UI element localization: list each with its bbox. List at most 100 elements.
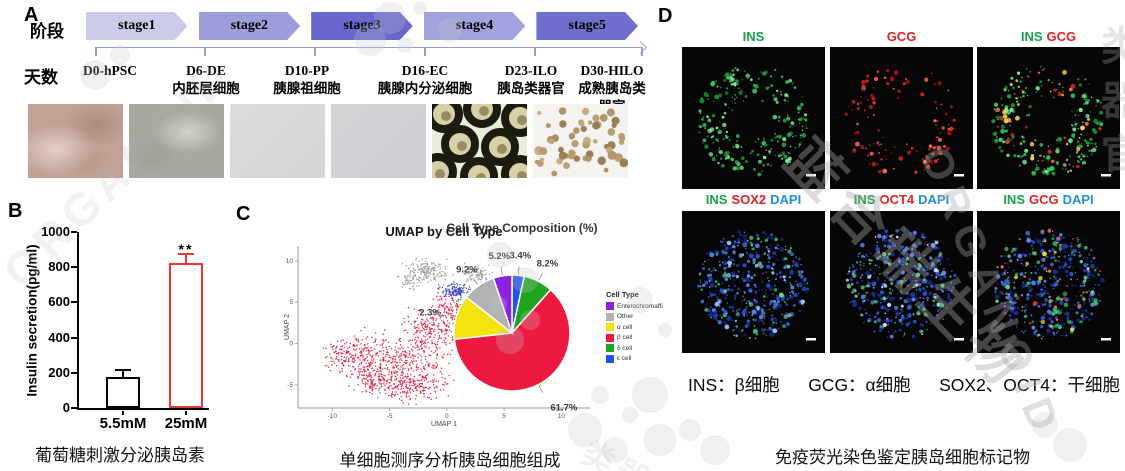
legend-label: ε cell	[617, 355, 632, 362]
y-tick-mark-200	[71, 371, 77, 374]
watermark-bubble	[644, 424, 676, 456]
timepoint-day: D10-PP	[284, 63, 330, 78]
label-OCT4: OCT4	[879, 192, 915, 207]
legend-swatch	[606, 344, 614, 352]
panel-c-label: C	[236, 203, 251, 225]
y-tick-mark-0	[71, 407, 77, 409]
svg-text:UMAP 2: UMAP 2	[284, 314, 291, 340]
label-SOX2: SOX2	[731, 192, 767, 207]
timeline-tick-4	[534, 47, 536, 56]
timeline-tick-2	[314, 47, 316, 56]
stage-arrow-stage2: stage2	[199, 12, 301, 40]
svg-text:-10: -10	[328, 413, 338, 420]
fluo-image-ins-sox2-dapi	[682, 211, 825, 353]
legend-swatch	[606, 312, 614, 321]
timeline-tick-3	[424, 47, 426, 56]
x-tick-25mM	[185, 410, 187, 415]
stage-arrow-stage4: stage4	[424, 12, 526, 40]
timepoint-D6-DE: D6-DE 内胚层细胞	[160, 62, 252, 117]
timepoint-day: D16-EC	[401, 63, 449, 78]
micrograph-2-definitive-endoderm	[129, 104, 224, 178]
fluo-image-ins	[682, 47, 825, 189]
label-GCG: GCG	[1046, 29, 1077, 44]
timepoint-D10-PP: D10-PP 胰腺祖细胞	[252, 62, 362, 117]
scale-bar	[954, 338, 964, 341]
svg-text:5: 5	[502, 413, 506, 420]
fluo-image-gcg	[830, 47, 973, 189]
legend-label: δ cell	[617, 344, 633, 352]
y-tick-label-0: 0	[62, 400, 70, 415]
watermark-bubble	[632, 377, 668, 413]
y-tick-label-1000: 1000	[41, 224, 70, 239]
scale-bar	[1101, 174, 1111, 177]
micrograph-strip	[28, 104, 628, 178]
timeline-axis	[95, 40, 647, 59]
marker-definitions: INS：β细胞 GCG：α细胞 SOX2、OCT4：干细胞	[688, 372, 1120, 397]
svg-text:UMAP by Cell Type: UMAP by Cell Type	[385, 224, 502, 239]
legend-item-β cell: β cell	[606, 333, 664, 342]
scale-bar	[806, 174, 816, 177]
stage-arrow-stage3: stage3	[311, 12, 413, 40]
timepoint-cn: 内胚层细胞	[172, 81, 240, 97]
pie-label-δ cell: 8.2%	[537, 259, 559, 270]
label-INS: INS	[1003, 192, 1025, 207]
timepoint-cn: 胰腺祖细胞	[273, 81, 341, 97]
pie-label-Enterochromaffin cell: 5.2%	[488, 251, 510, 262]
watermark-text-5: 类器官	[574, 428, 696, 471]
micrograph-4-endocrine-cells	[331, 104, 426, 178]
fluo-title-gcg: GCG	[830, 29, 973, 44]
scale-bar	[954, 174, 964, 177]
stage-axis-label: 阶段	[30, 22, 64, 41]
y-tick-mark-600	[71, 301, 77, 304]
timeline-tick-5	[641, 47, 643, 56]
fluo-image-ins-gcg-dapi	[977, 211, 1120, 353]
y-tick-mark-400	[71, 336, 77, 339]
micrograph-5-islet-organoids-in-microwells	[432, 104, 527, 178]
timepoint-day: D23-ILO	[504, 63, 558, 78]
micrograph-6-mature-islet-organoids	[533, 104, 628, 178]
legend-label: β cell	[617, 334, 633, 341]
day-axis-label: 天数	[24, 68, 58, 87]
svg-text:0: 0	[289, 341, 293, 348]
y-tick-label-600: 600	[48, 294, 70, 310]
y-tick-label-400: 400	[48, 329, 70, 345]
timeline-line	[95, 47, 643, 48]
pie-legend-title: Cell Type	[606, 290, 639, 299]
significance-marker: **	[178, 240, 194, 257]
legend-item-α cell: α cell	[606, 323, 664, 331]
pie-label-Other: 9.2%	[456, 264, 478, 275]
legend-label: Enterochromaffin cell	[617, 302, 663, 310]
pie-slice-β cell	[453, 288, 571, 392]
legend-label: α cell	[617, 323, 633, 331]
label-GCG: GCG	[1028, 192, 1059, 207]
timepoint-day: D6-DE	[186, 63, 226, 78]
scale-bar	[806, 338, 816, 341]
marker-gcg-alpha: GCG：α细胞	[808, 375, 911, 395]
panel-c-caption: 单细胞测序分析胰岛细胞组成	[339, 451, 561, 470]
stage-arrow-stage1: stage1	[86, 12, 188, 40]
panel-a-label: A	[24, 4, 39, 26]
legend-swatch	[606, 333, 614, 342]
legend-item-δ cell: δ cell	[606, 344, 664, 352]
legend-item-Other: Other	[606, 312, 664, 321]
bar-5.5mM	[106, 377, 140, 408]
label-INS: INS	[1020, 29, 1043, 44]
bar-25mM	[169, 262, 203, 408]
error-bar-5.5mM	[122, 370, 124, 378]
pie-label-α cell: 12.3%	[420, 308, 441, 319]
label-DAPI: DAPI	[1062, 192, 1094, 207]
svg-text:10: 10	[286, 258, 294, 265]
y-tick-label-200: 200	[48, 364, 70, 380]
timeline-tick-0	[95, 47, 97, 56]
micrograph-3-pancreatic-progenitor	[230, 104, 325, 178]
error-cap-5.5mM	[115, 368, 131, 371]
svg-text:-5: -5	[387, 413, 393, 420]
panel-d-label: D	[658, 5, 673, 27]
pie-title: Cell Type Composition (%)	[446, 221, 598, 235]
timeline-arrowhead-icon	[634, 40, 647, 54]
timeline-tick-1	[204, 47, 206, 56]
